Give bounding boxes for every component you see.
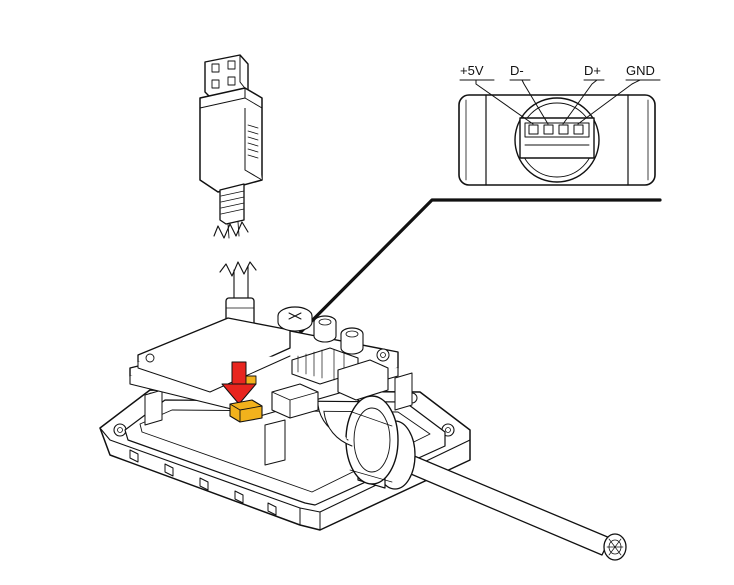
pin-leader-dplus [562,79,598,125]
pin-leader-5v [475,79,534,125]
output-cable [391,449,611,556]
cable-gland [317,395,627,561]
connector-detail-inset [458,79,661,186]
usb-plug [199,54,263,239]
connector-socket [519,117,595,159]
pin-label-d-minus: D- [510,63,524,78]
pin-label-gnd: GND [626,63,655,78]
pin-slot-2 [543,124,554,135]
pin-label-d-plus: D+ [584,63,601,78]
pin-slot-3 [558,124,569,135]
pin-slot-1 [528,124,539,135]
pin-slot-4 [573,124,584,135]
pin-label-5v: +5V [460,63,484,78]
pin-leader-gnd [577,79,641,125]
usb-header-connector [229,375,263,423]
plug-in-arrow [221,361,257,405]
callout-line [253,198,662,380]
pin-leader-dminus [521,79,549,125]
pcb-stack [129,306,399,419]
